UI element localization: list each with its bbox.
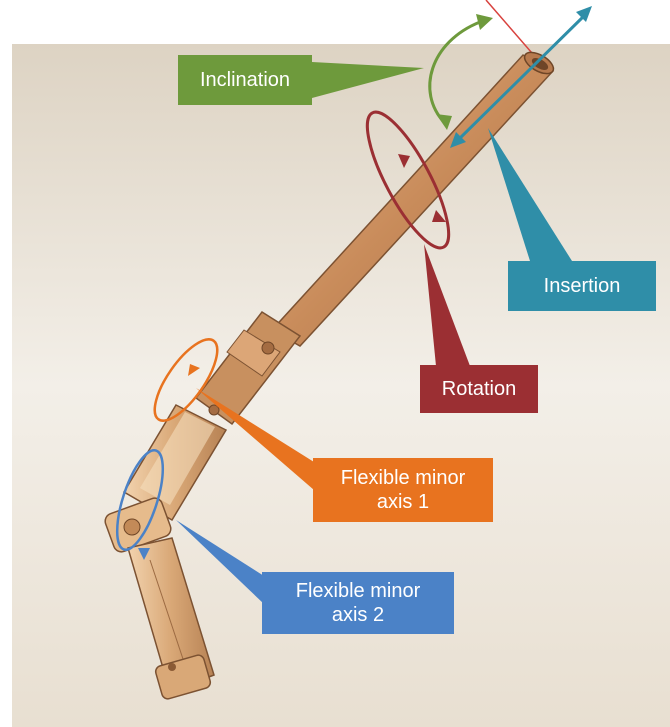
inclination-pointer: [312, 62, 424, 98]
instrument-coupling: [194, 311, 302, 426]
flexible-minor-axis-2-pointer: [176, 520, 264, 604]
flexible-minor-axis-1-pointer: [196, 388, 314, 490]
inclination-arrow: [428, 14, 493, 130]
rotation-label: Rotation: [420, 365, 538, 413]
rotation-arrow: [365, 110, 451, 250]
flex-segment-1: [122, 404, 228, 522]
instrument-shaft: [270, 51, 555, 347]
rotation-pointer: [424, 244, 470, 366]
insertion-pointer: [488, 128, 572, 261]
insertion-arrow: [450, 6, 592, 148]
insertion-label: Insertion: [508, 261, 656, 311]
flexible-minor-axis-1-arrow: [153, 338, 219, 422]
flexible-minor-axis-2-arrow: [115, 449, 165, 560]
end-effector: [127, 537, 215, 700]
inclination-label: Inclination: [178, 55, 312, 105]
inclination-reference-line: [485, 0, 539, 61]
flexible-minor-axis-2-label: Flexible minor axis 2: [262, 572, 454, 634]
flexible-minor-axis-1-label: Flexible minor axis 1: [313, 458, 493, 522]
